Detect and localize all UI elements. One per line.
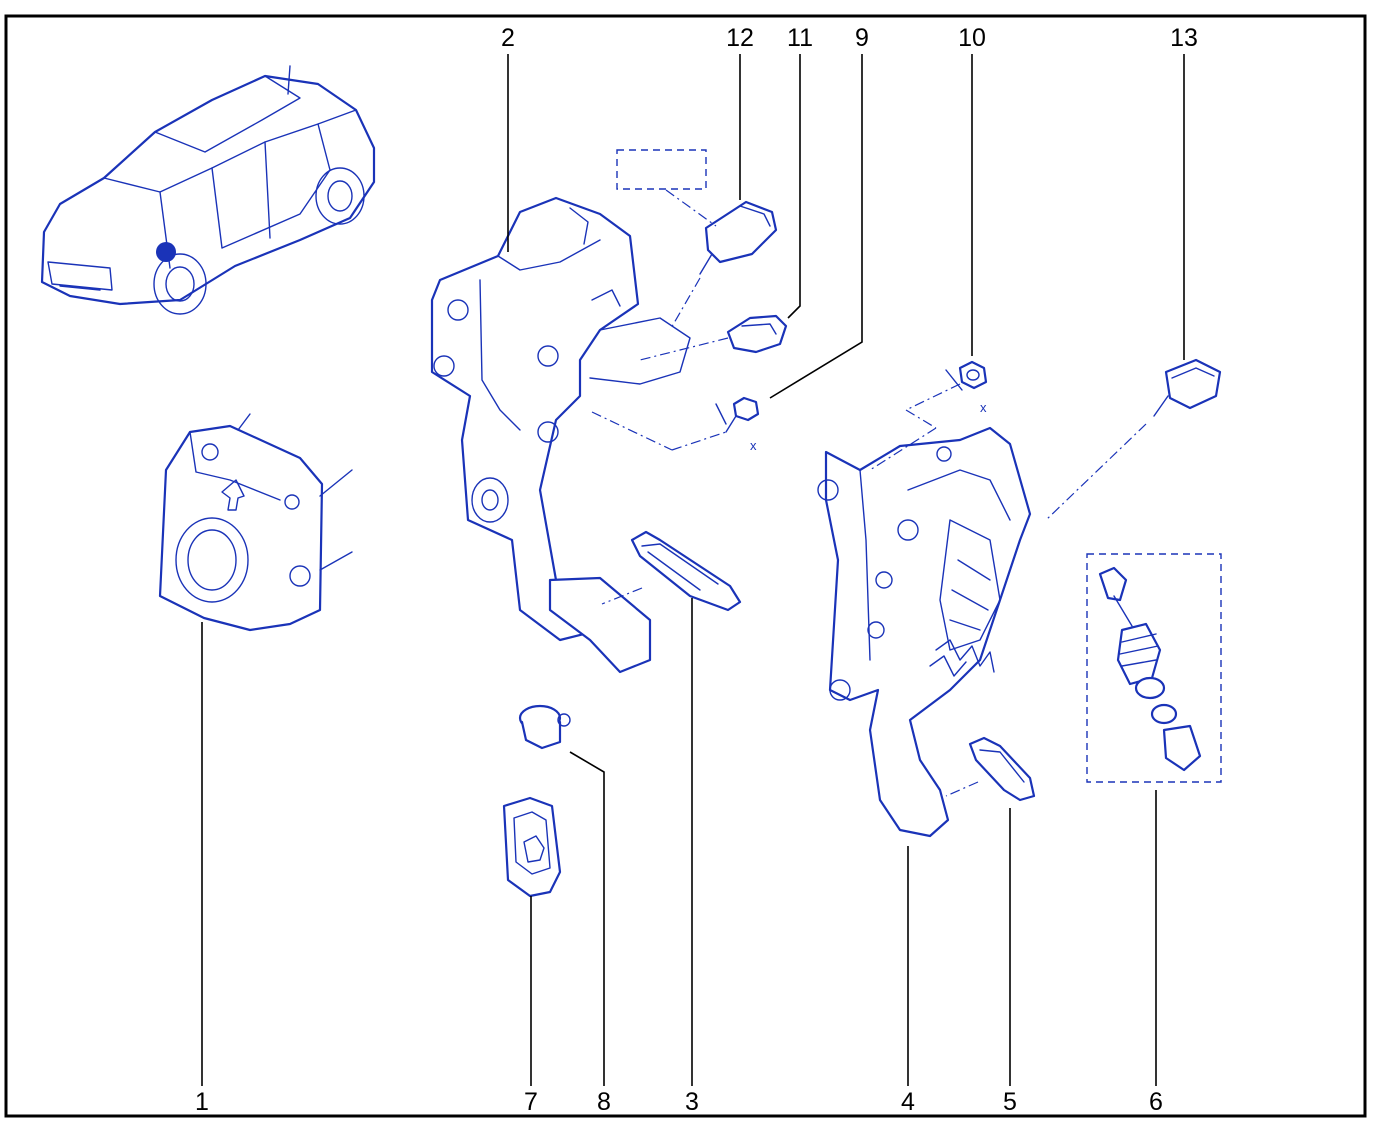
callout-13: 13	[1170, 24, 1198, 52]
part-5-brake-pedal-pad	[945, 736, 1036, 802]
part-10-x-mark: x	[980, 400, 987, 415]
leader-8	[569, 751, 605, 1086]
part-10-nut: x	[869, 360, 988, 471]
leader-lines	[201, 54, 1185, 1086]
callout-2: 2	[501, 24, 515, 52]
part-9-bolt: x	[591, 396, 760, 453]
diagram-frame	[4, 14, 1367, 1118]
callout-12: 12	[726, 24, 754, 52]
part-9-x-mark: x	[750, 438, 757, 453]
part-3-clutch-pedal-pad	[601, 530, 742, 612]
leader-11	[787, 54, 801, 319]
part-4-brake-pedal-assembly	[817, 426, 1032, 838]
part-13-sensor	[1045, 358, 1222, 521]
callout-labels: 1 2 3 4 5 6 7 8 9 10 11 12 13	[195, 24, 1198, 1116]
part-7-pedal-plate	[502, 796, 562, 898]
part-2-clutch-pedal-assembly	[430, 196, 691, 674]
callout-10: 10	[958, 24, 986, 52]
callout-6: 6	[1149, 1088, 1163, 1116]
callout-1: 1	[195, 1088, 209, 1116]
callout-8: 8	[597, 1088, 611, 1116]
callout-11: 11	[787, 24, 813, 52]
part-6-spring-kit	[1086, 553, 1222, 783]
callout-3: 3	[685, 1088, 699, 1116]
part-6-group-box	[1086, 553, 1222, 783]
callout-4: 4	[901, 1088, 915, 1116]
pedal-location-marker-icon	[156, 242, 176, 262]
part-11-clip	[639, 314, 788, 361]
part-12-switch	[616, 149, 778, 331]
leader-9	[769, 54, 863, 399]
part-8-bump-stop	[518, 704, 571, 750]
vehicle-location-thumbnail	[40, 65, 376, 315]
part-12-group-box	[616, 149, 707, 190]
callout-5: 5	[1003, 1088, 1017, 1116]
callout-7: 7	[524, 1088, 538, 1116]
callout-9: 9	[855, 24, 869, 52]
part-1-bulkhead-housing	[158, 413, 353, 632]
